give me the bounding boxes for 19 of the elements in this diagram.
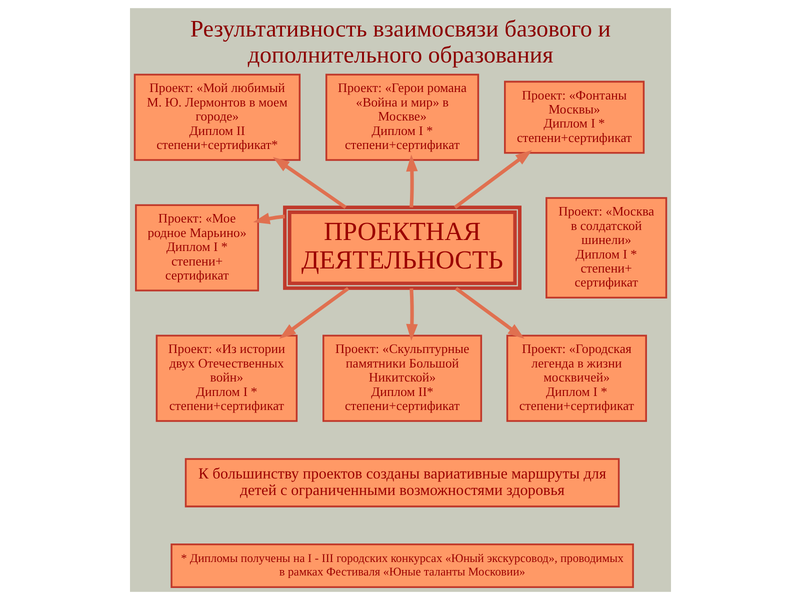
node-box: * Дипломы получены на I - III городских конкурсах «Юный экскурсовод», проводимых в рамках Фестиваля «Юные таланты Московии» xyxy=(170,544,634,588)
diagram-title: Результативность взаимосвязи базового и дополнительного образования xyxy=(190,16,610,69)
arrow xyxy=(406,154,418,208)
node-box: Проект: «Мой любимый М. Ю. Лермонтов в моем городе» Диплом II степени+сертификат* xyxy=(133,74,300,161)
node-box: Проект: «Москва в солдатской шинели» Диплом I * степени+ сертификат xyxy=(545,197,667,299)
arrow xyxy=(252,212,284,224)
node-box: Проект: «Из истории двух Отечественных войн» Диплом I * степени+сертификат xyxy=(155,334,298,422)
node-box: Проект: «Фонтаны Москвы» Диплом I * степени+сертификат xyxy=(504,80,644,154)
arrow xyxy=(454,287,524,339)
node-box: Проект: «Скульптурные памятники Большой Никитской» Диплом II* степени+сертификат xyxy=(322,334,482,422)
node-box: Проект: «Герои романа «Война и мир» в Москве» Диплом I * степени+сертификат xyxy=(324,74,479,161)
arrow xyxy=(272,157,346,209)
node-box: Проект: «Городская легенда в жизни москвичей» Диплом I * степени+сертификат xyxy=(506,334,646,422)
node-box: К большинству проектов созданы вариативные маршруты для детей с ограниченными возможностями здоровья xyxy=(184,458,620,508)
arrow xyxy=(453,150,532,209)
arrow xyxy=(406,288,418,341)
arrow xyxy=(278,287,349,339)
node-box: Проект: «Мое родное Марьино» Диплом I * степени+ сертификат xyxy=(134,204,259,292)
node-box: ПРОЕКТНАЯ ДЕЯТЕЛЬНОСТЬ xyxy=(282,206,522,290)
